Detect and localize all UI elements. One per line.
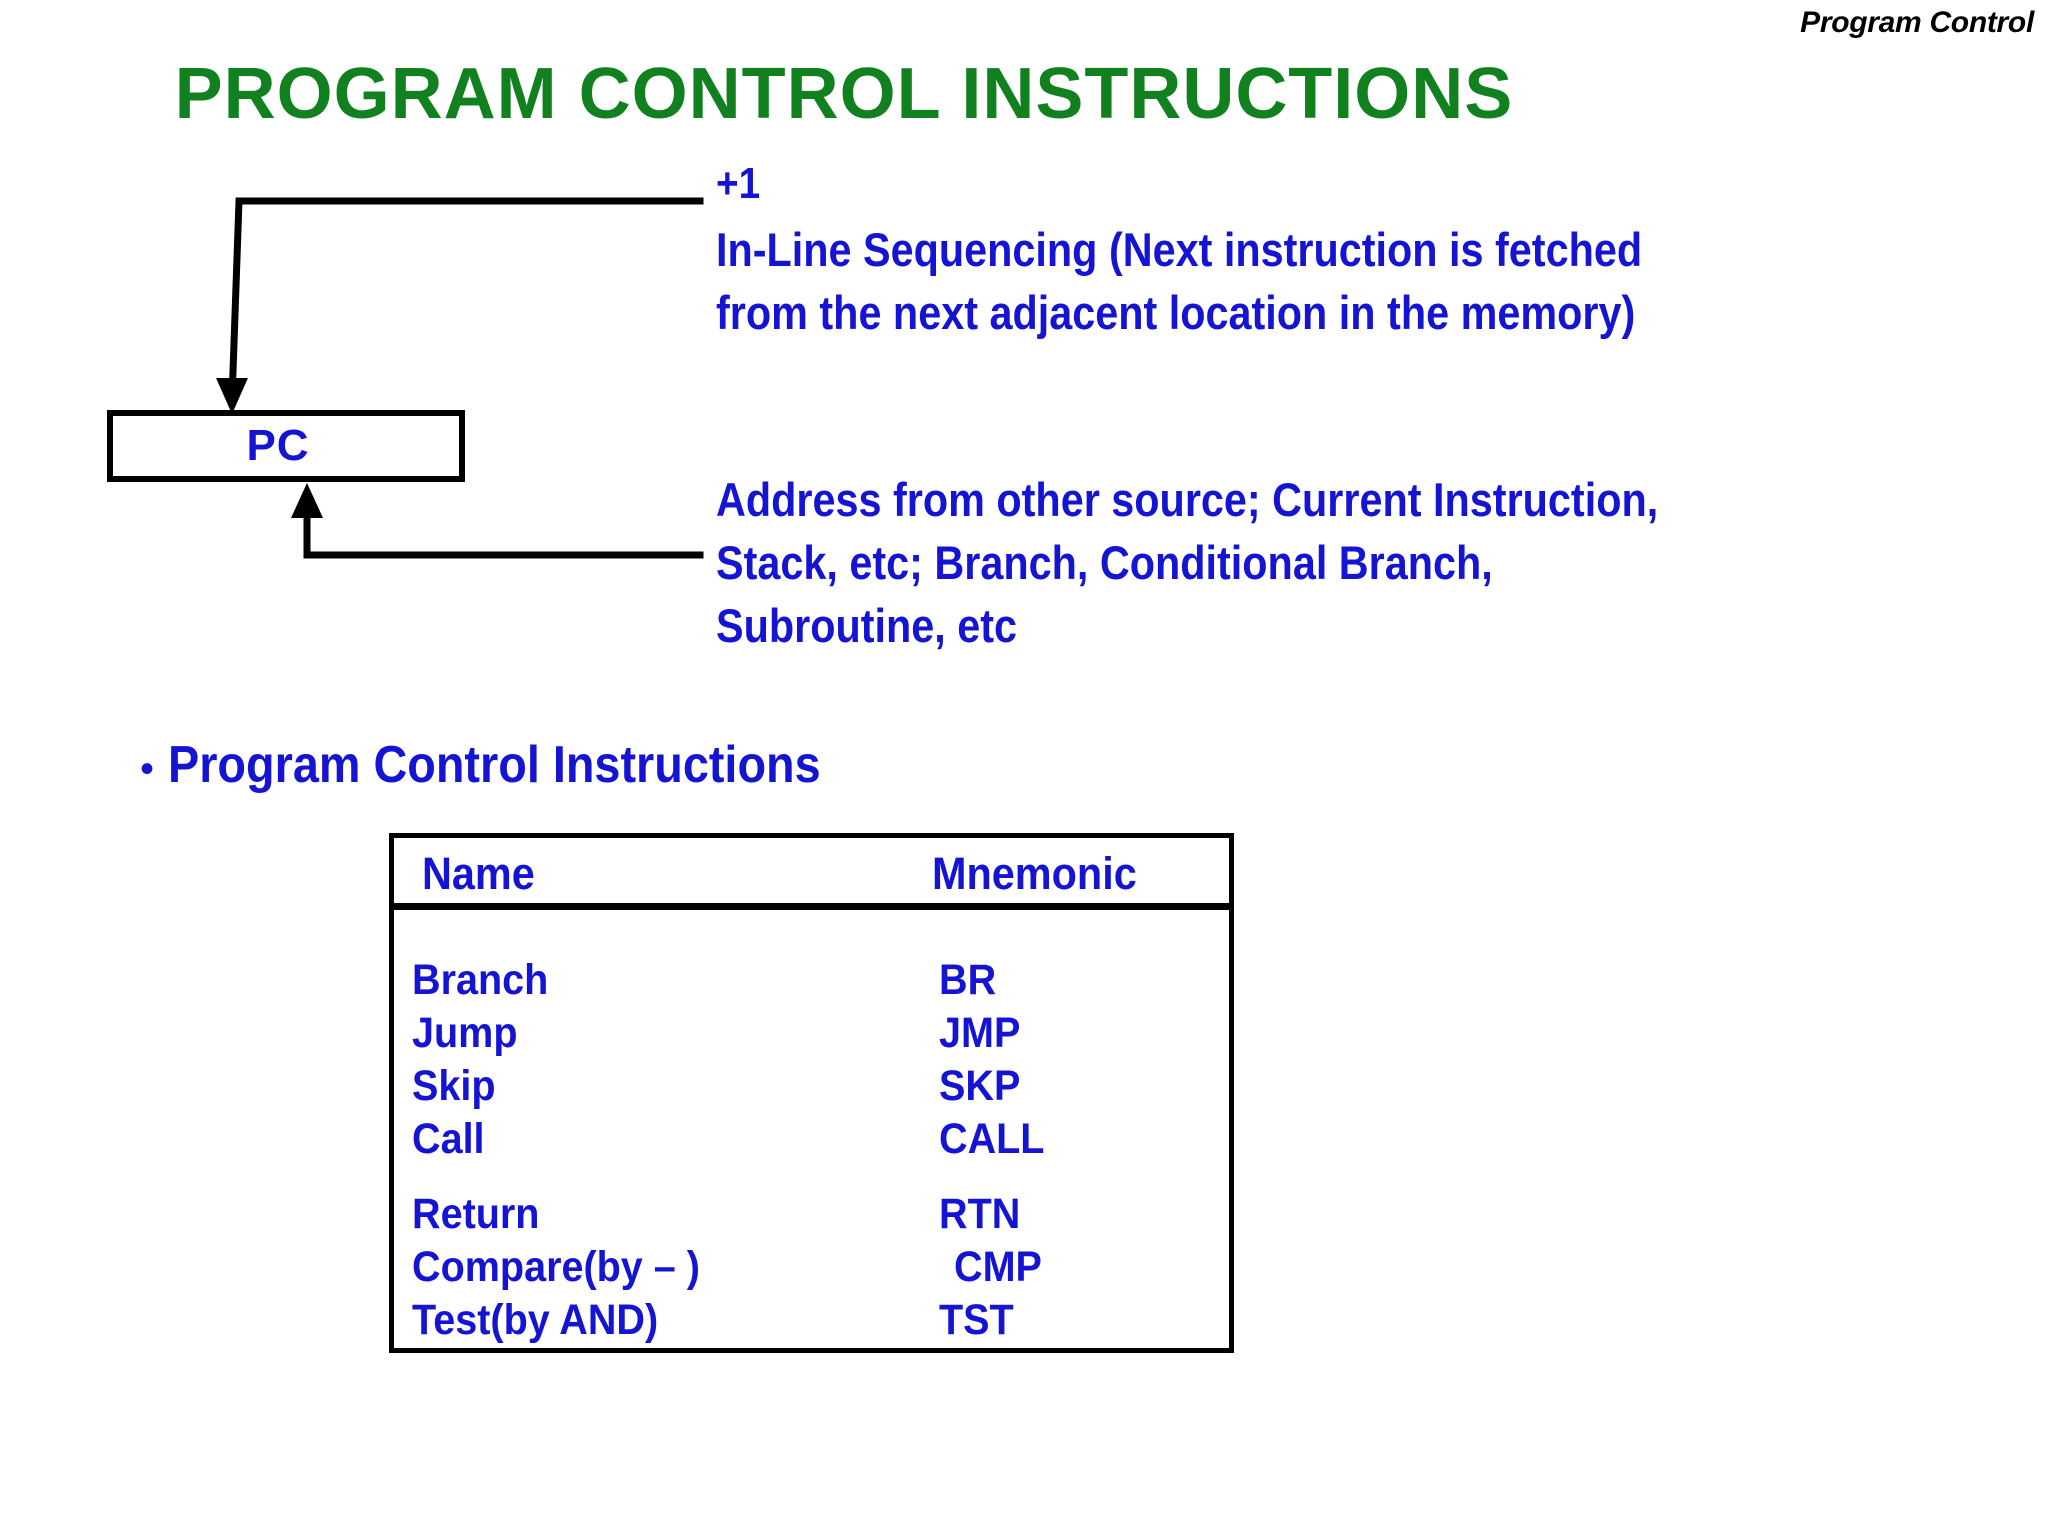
bullet-program-control-instructions: • Program Control Instructions xyxy=(140,735,893,795)
row-mnemonic: JMP xyxy=(939,1009,1021,1057)
table-row: Branch BR xyxy=(394,954,1229,1007)
row-mnemonic: CMP xyxy=(954,1243,1042,1291)
column-header-name: Name xyxy=(422,848,535,899)
row-name: Jump xyxy=(412,1009,518,1057)
row-mnemonic: RTN xyxy=(939,1190,1021,1238)
row-name: Compare(by – ) xyxy=(412,1243,700,1291)
row-name: Test(by AND) xyxy=(412,1296,659,1344)
row-name: Skip xyxy=(412,1062,496,1110)
table-header-row: Name Mnemonic xyxy=(394,838,1229,910)
bullet-dot-icon: • xyxy=(140,747,155,791)
arrowhead-into-pc-bottom xyxy=(291,483,323,518)
inline-sequencing-text: In-Line Sequencing (Next instruction is … xyxy=(716,223,1643,339)
row-mnemonic: TST xyxy=(939,1296,1014,1344)
table-row: Return RTN xyxy=(394,1188,1229,1241)
running-header-title: Program Control xyxy=(1800,6,2034,39)
instruction-table: Name Mnemonic Branch BR Jump JMP Skip SK… xyxy=(389,833,1234,1353)
increment-label: +1 xyxy=(716,159,761,208)
table-row: Test(by AND) TST xyxy=(394,1294,1229,1347)
table-row: Compare(by – ) CMP xyxy=(394,1241,1229,1294)
table-row: Skip SKP xyxy=(394,1060,1229,1113)
pc-register-label: PC xyxy=(246,421,310,470)
page-title: PROGRAM CONTROL INSTRUCTIONS xyxy=(174,54,1514,134)
arrowhead-into-pc-top xyxy=(216,378,248,414)
row-mnemonic: BR xyxy=(939,956,997,1004)
row-mnemonic: SKP xyxy=(939,1062,1021,1110)
row-mnemonic: CALL xyxy=(939,1115,1045,1163)
table-row: Call CALL xyxy=(394,1113,1229,1166)
bullet-label: Program Control Instructions xyxy=(168,736,821,794)
other-source-text: Address from other source; Current Instr… xyxy=(716,473,1659,652)
column-header-mnemonic: Mnemonic xyxy=(932,848,1137,899)
table-row: Jump JMP xyxy=(394,1007,1229,1060)
row-name: Call xyxy=(412,1115,485,1163)
row-name: Branch xyxy=(412,956,549,1004)
pc-register-box: PC xyxy=(107,410,465,482)
table-body: Branch BR Jump JMP Skip SKP Call CALL Re… xyxy=(394,910,1229,1347)
row-name: Return xyxy=(412,1190,540,1238)
